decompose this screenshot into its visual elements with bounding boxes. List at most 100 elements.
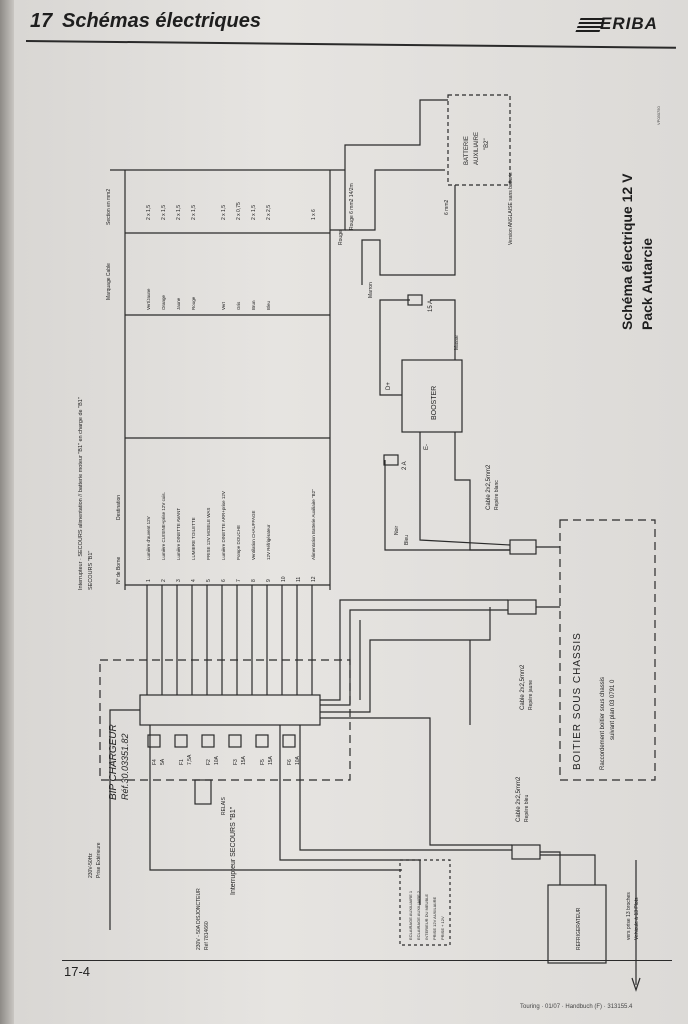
table-row-destination: LUMIERE TOILETTE bbox=[191, 517, 196, 560]
table-row-number: 1 bbox=[146, 579, 152, 582]
relay-coil bbox=[194, 779, 212, 805]
chassis-label: BOITIER SOUS CHASSIS bbox=[572, 632, 583, 770]
table-header-destination: Destination bbox=[116, 495, 122, 520]
connector-white bbox=[509, 539, 537, 555]
battery-label-2: AUXILIAIRE bbox=[474, 132, 480, 165]
battery-label-1: BATTERIE bbox=[464, 136, 470, 165]
table-row-marking: Gris bbox=[236, 301, 241, 310]
chassis-box bbox=[559, 519, 656, 781]
connector-blue bbox=[511, 844, 541, 860]
table-header-marking: Marquage Cable bbox=[106, 263, 112, 300]
battery-box bbox=[447, 94, 511, 186]
relay-label: RELAIS bbox=[221, 797, 227, 815]
breaker-ref: Réf 7814660 bbox=[204, 921, 210, 950]
aux-connector-box bbox=[399, 859, 451, 946]
table-row-destination: Alimentation Batterie Auxiliaire "B2" bbox=[311, 489, 316, 560]
reference-code: VP030750 bbox=[656, 106, 661, 125]
table-row-number: 5 bbox=[206, 579, 212, 582]
cable-yellow-ref: Repère jaune bbox=[528, 680, 534, 710]
cable-white-ref: Repère blanc bbox=[494, 480, 500, 510]
cable-blue-ref: Repère bleu bbox=[524, 795, 530, 822]
d-plus-label: D+ bbox=[386, 382, 392, 390]
breaker-label: 230V - 50A DISJONCTEUR bbox=[196, 888, 202, 950]
table-row-section: 2 x 0,75 bbox=[236, 202, 242, 220]
booster-label: BOOSTER bbox=[431, 386, 438, 420]
fuse-symbol bbox=[147, 734, 161, 748]
table-row-marking: Vert/Jaune bbox=[146, 288, 151, 310]
battery-label-3: "B2" bbox=[484, 138, 490, 150]
table-row-section: 2 x 1,5 bbox=[161, 205, 167, 220]
table-row-number: 8 bbox=[251, 579, 257, 582]
aux-label: PRISE + 12V bbox=[440, 916, 445, 940]
cable-yellow-label: Cable 2x2,5mm2 bbox=[520, 664, 526, 710]
table-row-number: 6 bbox=[221, 579, 227, 582]
table-row-number: 7 bbox=[236, 579, 242, 582]
table-row-number: 11 bbox=[296, 577, 302, 582]
fuse-label: F4 bbox=[152, 759, 158, 765]
fuse-symbol bbox=[228, 734, 242, 748]
wire-marron: Marron bbox=[368, 282, 374, 298]
cable-white-label: Cable 2x2,5mm2 bbox=[486, 464, 492, 510]
fuse-value: 5A bbox=[160, 758, 166, 765]
fuse-value: 10A bbox=[295, 755, 301, 765]
diagram-subtitle: Pack Autarcie bbox=[639, 238, 655, 330]
wire-bleu: Bleu bbox=[404, 535, 410, 545]
table-row-section: 2 x 1,5 bbox=[221, 205, 227, 220]
fuse-label: F2 bbox=[206, 759, 212, 765]
mains-label-2: Prise Extérieure bbox=[96, 842, 102, 878]
table-row-marking: Brun bbox=[251, 300, 256, 310]
fridge-label: REFRIGERATEUR bbox=[576, 907, 582, 950]
table-row-section: 2 x 1,5 bbox=[176, 205, 182, 220]
fuse-2a bbox=[383, 454, 399, 466]
mains-label: 230V-50Hz bbox=[88, 853, 94, 878]
fuse-value: 7,5A bbox=[187, 754, 193, 765]
footer-rule bbox=[62, 960, 672, 961]
table-row-destination: Lumière DINETTE ARR+prise 12V bbox=[221, 491, 226, 560]
fuse-value: 15A bbox=[241, 755, 247, 765]
charger-label: BIP CHARGEUR bbox=[108, 724, 119, 800]
fuse-label: F6 bbox=[287, 759, 293, 765]
table-row-destination: Lumière d'auvent 12V bbox=[146, 516, 151, 560]
wire-rouge-6mm: Rouge 6 mm2 14/2m bbox=[349, 183, 355, 230]
chapter-number: 17 bbox=[30, 10, 53, 32]
table-row-number: 10 bbox=[281, 576, 287, 582]
aux-label: INTERIEUR DU MEUBLE bbox=[424, 894, 429, 940]
fuse-symbol bbox=[255, 734, 269, 748]
wire-noir: Noir bbox=[394, 525, 400, 535]
masse-label: Masse bbox=[454, 335, 460, 350]
table-row-destination: Lumière DINETTE AVANT bbox=[176, 508, 181, 560]
table-row-number: 3 bbox=[176, 579, 182, 582]
footer-reference: Touring · 01/07 · Handbuch (F) · 313155.… bbox=[520, 1004, 633, 1010]
fuse-value: 10A bbox=[214, 755, 220, 765]
aux-label: ECLAIRAGE AUXILIAIRE 1 bbox=[408, 890, 413, 940]
fuse-symbol bbox=[174, 734, 188, 748]
table-row-number: 9 bbox=[266, 579, 272, 582]
diagram-title: Schéma électrique 12 V bbox=[619, 173, 635, 330]
charger-enclosure bbox=[99, 659, 351, 781]
booster-box bbox=[401, 359, 463, 433]
table-caption: Interrupteur · SECOURS alimentation // b… bbox=[78, 397, 84, 590]
fuse-label: F1 bbox=[179, 759, 185, 765]
table-row-section: 2 x 2,5 bbox=[266, 205, 272, 220]
fuse-2a-label: 2 A bbox=[402, 461, 408, 470]
fuse-label: F5 bbox=[260, 759, 266, 765]
chassis-note-1: Raccordement boitier sous chassis bbox=[600, 677, 606, 770]
socket-label: vers prise 13 broches bbox=[626, 892, 632, 940]
table-row-section: 1 x 6 bbox=[311, 209, 317, 220]
fuse-15a-label: 15 A bbox=[428, 300, 434, 312]
table-row-destination: Pompe DOUCHE bbox=[236, 525, 241, 560]
page-number: 17-4 bbox=[64, 964, 91, 979]
table-header-n: N° de Borne bbox=[116, 556, 122, 584]
table-row-marking: Vert bbox=[221, 301, 226, 310]
table-row-marking: Rouge bbox=[191, 296, 196, 310]
e-minus-label: E- bbox=[424, 444, 430, 450]
fuse-15a bbox=[407, 294, 423, 306]
fridge-box bbox=[547, 884, 607, 964]
fuse-value: 15A bbox=[268, 755, 274, 765]
fuse-symbol bbox=[282, 734, 296, 748]
wire-6mm: 6 mm2 bbox=[444, 200, 450, 216]
